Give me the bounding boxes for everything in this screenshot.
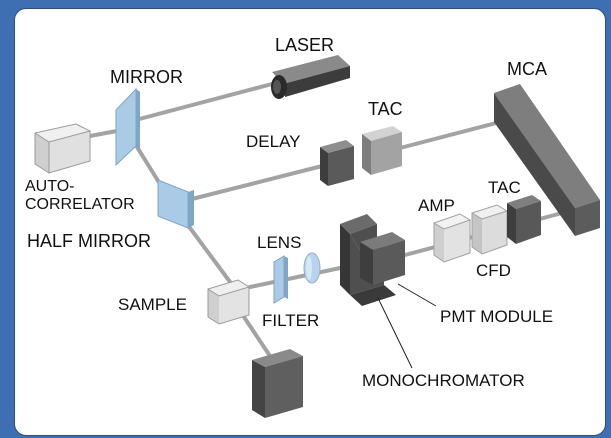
label-sample: SAMPLE <box>118 295 187 314</box>
beam-laser-to-mirror <box>126 82 274 124</box>
sample-icon <box>207 279 251 325</box>
delay-icon <box>320 140 354 186</box>
label-monochromator: MONOCHROMATOR <box>362 371 525 390</box>
tac-right-icon <box>507 195 541 244</box>
label-lens: LENS <box>257 233 302 252</box>
laser-icon <box>271 55 350 99</box>
beam-half-mirror-to-delay <box>186 163 328 202</box>
label-pmt-module: PMT MODULE <box>440 307 554 326</box>
label-tac-right: TAC <box>488 178 521 197</box>
label-amp: AMP <box>418 196 455 215</box>
label-tac-top: TAC <box>368 99 403 119</box>
mirror-icon <box>115 87 140 167</box>
beam-sample-to-monochromator <box>248 265 347 289</box>
label-delay: DELAY <box>246 132 301 151</box>
tac-top-icon <box>362 126 402 175</box>
half-mirror-icon <box>157 179 194 229</box>
beam-dump-icon <box>252 349 303 418</box>
autocorrelator-icon <box>34 123 92 174</box>
label-mca: MCA <box>507 59 547 79</box>
label-laser: LASER <box>275 35 335 55</box>
leader-pmt-module <box>397 283 437 307</box>
label-auto: AUTO- <box>25 178 75 195</box>
filter-icon <box>273 255 288 304</box>
label-cfd: CFD <box>476 261 511 280</box>
label-correlator: CORRELATOR <box>25 196 135 213</box>
leader-monochromator <box>377 297 413 369</box>
leader-lines <box>377 283 437 369</box>
label-filter: FILTER <box>262 311 320 330</box>
lens-icon <box>303 252 321 284</box>
label-mirror: MIRROR <box>110 67 183 87</box>
amp-icon <box>433 213 472 263</box>
pmt-module-icon <box>360 232 405 285</box>
beam-delay-to-mca <box>398 120 502 150</box>
mca-icon <box>494 84 600 236</box>
cfd-icon <box>471 204 509 255</box>
label-half-mirror: HALF MIRROR <box>27 231 152 251</box>
